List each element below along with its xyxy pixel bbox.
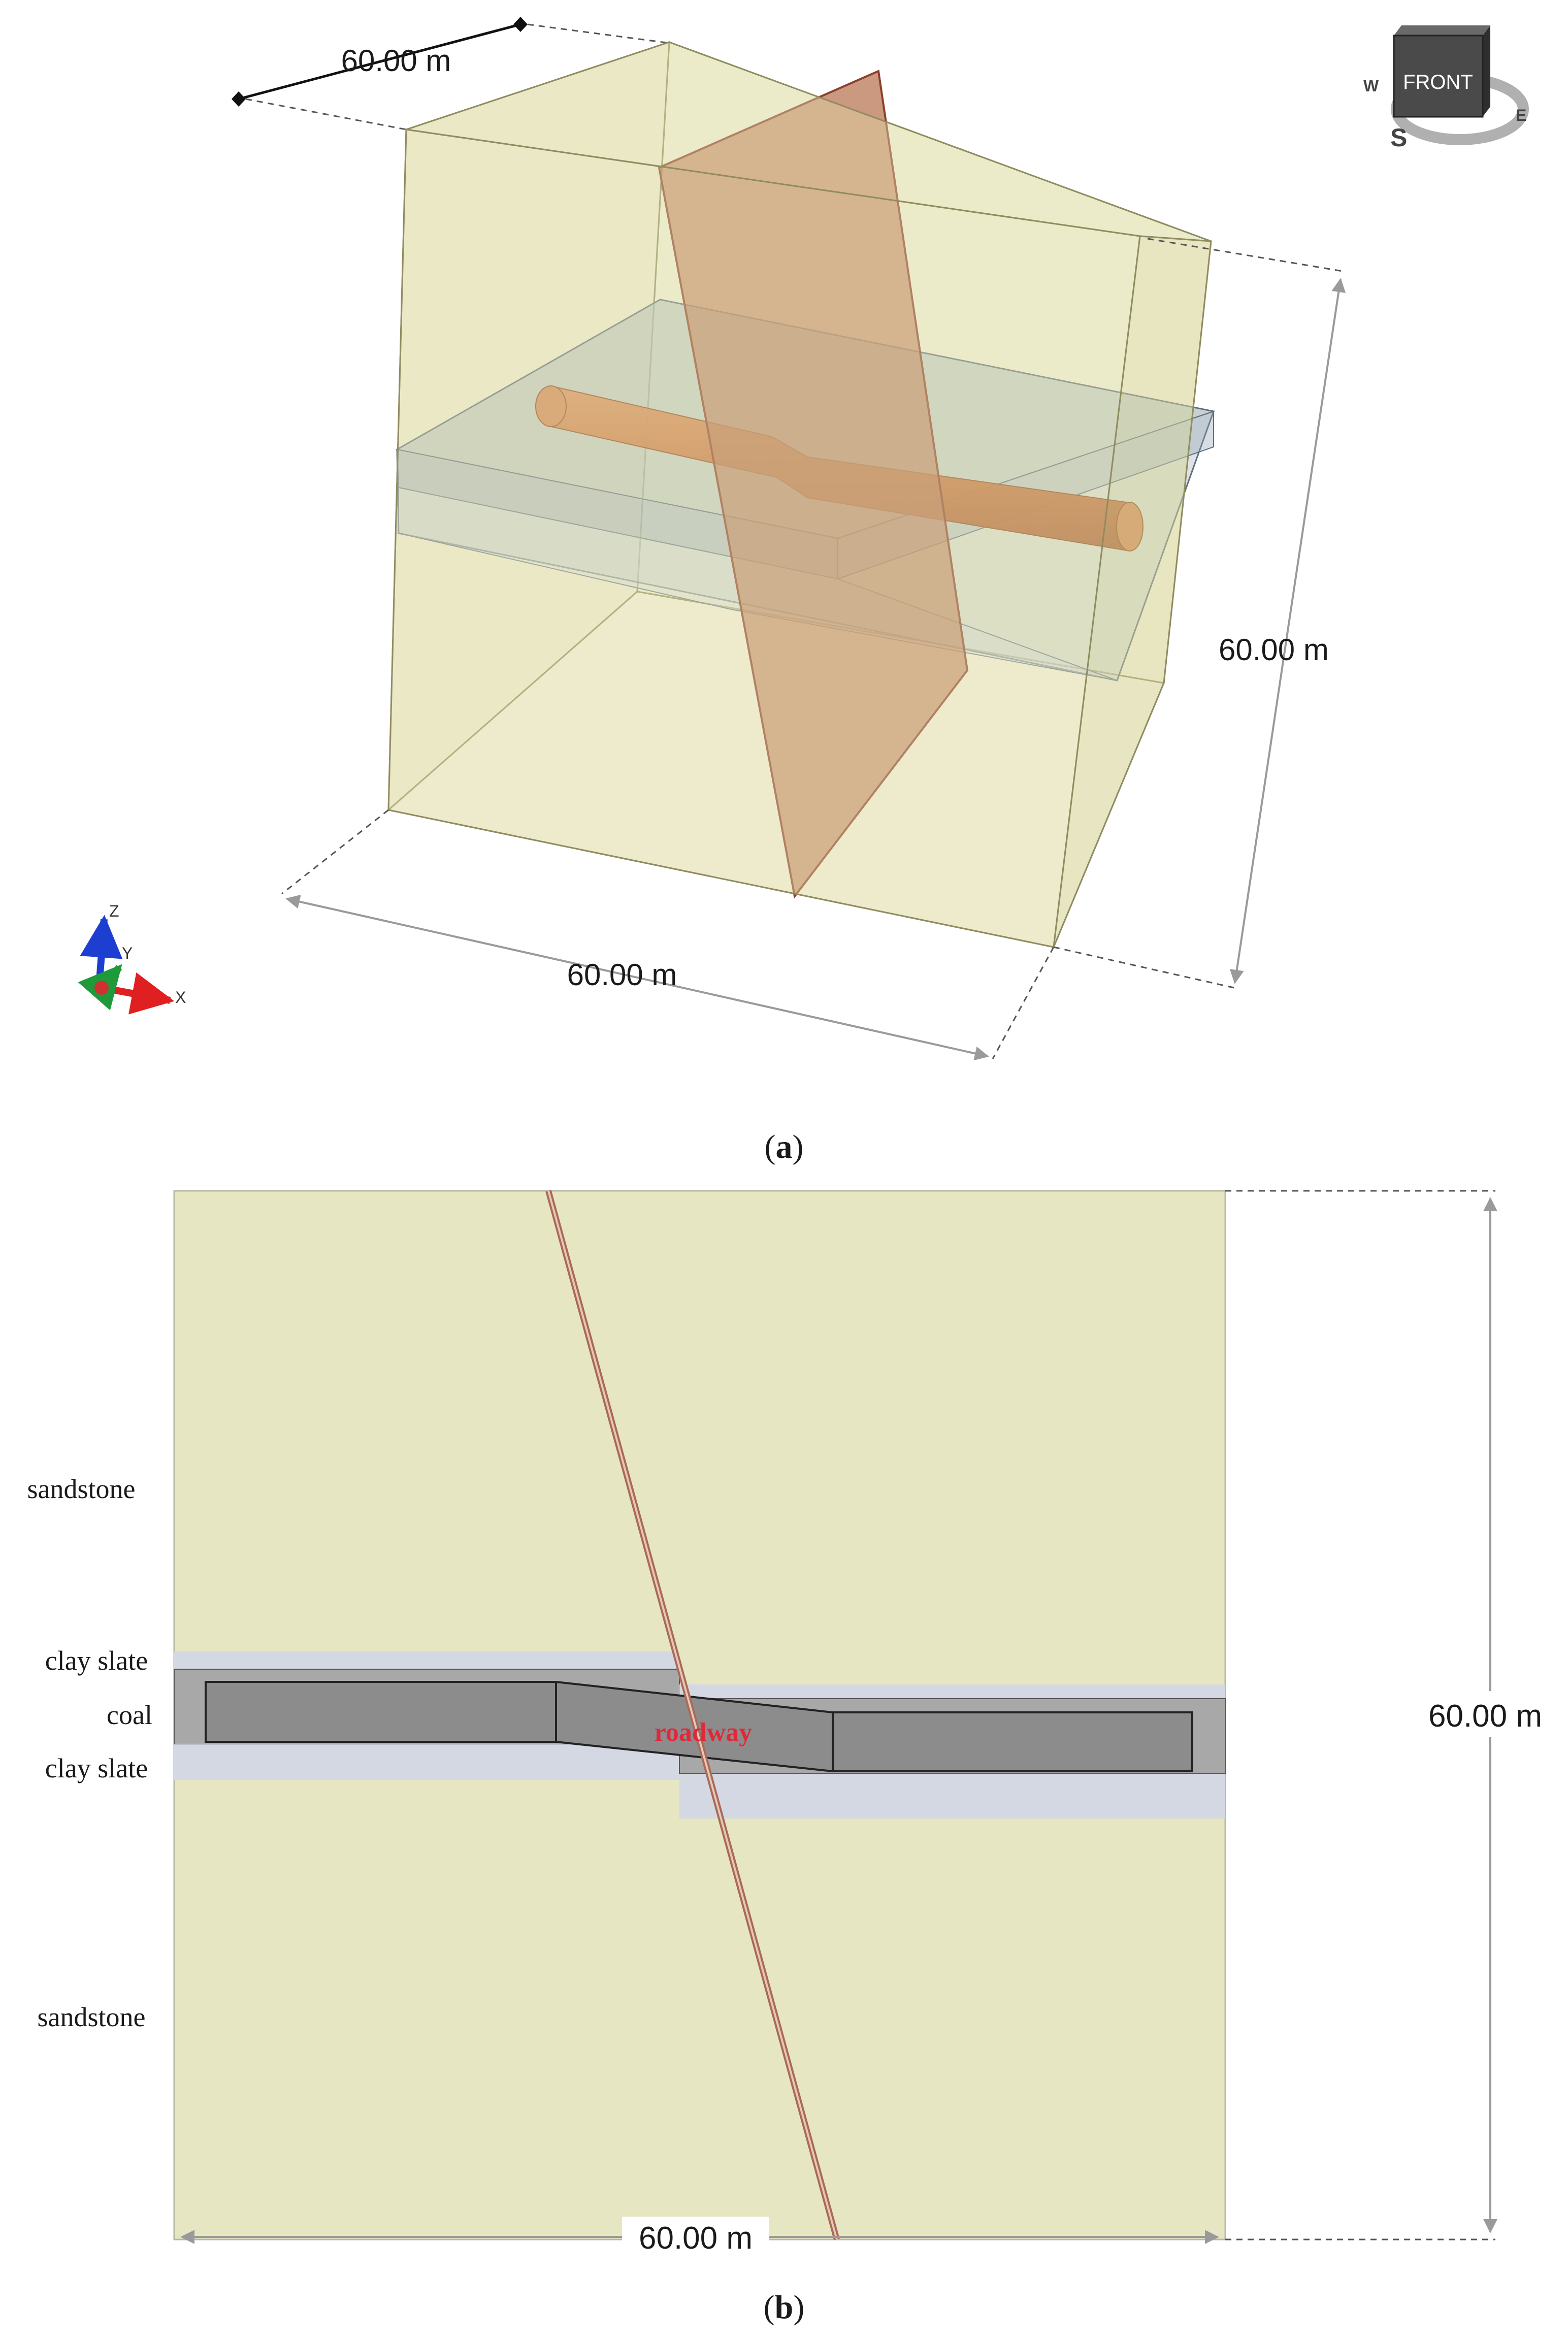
dimension-label-bottom-b: 60.00 m (639, 2221, 753, 2256)
dimension-right-a: 60.00 m (1053, 238, 1346, 989)
panel-b-section-view: roadway sandstone clay slate coal clay s… (27, 1190, 1561, 2326)
dimension-line (1229, 278, 1346, 984)
box-right-face (1053, 235, 1212, 948)
clay-slate-top-right (679, 1684, 1225, 1699)
z-axis-arrow (80, 915, 123, 988)
dimension-label-top: 60.00 m (341, 44, 451, 78)
clay-slate-bottom-right (679, 1774, 1225, 1819)
label-sandstone-bottom: sandstone (38, 2002, 146, 2032)
compass-w: W (1363, 77, 1379, 95)
dimension-right-b: 60.00 m (1225, 1190, 1561, 2240)
dimension-label-right: 60.00 m (1219, 633, 1329, 667)
dimension-handle (513, 17, 528, 32)
clay-slate-bottom-left (174, 1744, 679, 1780)
extension-line (527, 23, 671, 44)
dimension-label-bg (1409, 1691, 1561, 1737)
compass-e: E (1516, 106, 1526, 124)
cube-top (1394, 25, 1490, 36)
z-axis-label: Z (109, 902, 119, 920)
roadway-label: roadway (655, 1718, 753, 1747)
dimension-line (285, 894, 989, 1061)
dimension-bottom-b: 60.00 m (180, 2217, 1219, 2258)
panel-a-3d-model: 60.00 m 60.00 m (78, 17, 1529, 1165)
label-sandstone-top: sandstone (27, 1474, 136, 1504)
label-clay-slate-bottom: clay slate (45, 1753, 148, 1783)
label-clay-slate-top: clay slate (45, 1645, 148, 1676)
extension-line (245, 98, 407, 131)
dimension-bottom-a: 60.00 m (281, 809, 1055, 1061)
dimension-label-bg (622, 2217, 769, 2258)
axis-triad: Z Y X (78, 902, 186, 1015)
caption-a: (a) (765, 1128, 804, 1165)
cube-front-face[interactable] (1393, 35, 1484, 118)
roadway-end (1116, 502, 1144, 551)
dimension-label-right-b: 60.00 m (1428, 1699, 1542, 1734)
y-axis-label: Y (122, 944, 133, 962)
extension-line (992, 947, 1055, 1059)
extension-line (1053, 946, 1234, 989)
dimension-line (238, 23, 521, 101)
caption-b: (b) (764, 2289, 805, 2326)
view-cube-widget[interactable]: FRONT W S E (1363, 25, 1529, 152)
dimension-handle (232, 91, 246, 107)
roadway-section (205, 1681, 1193, 1772)
cube-face-label: FRONT (1403, 71, 1473, 93)
axis-origin (94, 981, 109, 995)
clay-slate-top-left (174, 1651, 679, 1669)
box-front-face (387, 128, 1141, 948)
roadway-end (535, 385, 567, 427)
dimension-label-bottom: 60.00 m (567, 958, 677, 992)
label-coal: coal (107, 1700, 152, 1730)
fault-plane (658, 70, 969, 899)
extension-line (281, 809, 389, 895)
x-axis-label: X (175, 988, 186, 1006)
cube-side (1483, 25, 1490, 117)
compass-s: S (1390, 123, 1407, 152)
x-axis-arrow (101, 972, 175, 1015)
dimension-top-a: 60.00 m (232, 17, 671, 131)
fault-line-highlight (547, 1190, 838, 2240)
